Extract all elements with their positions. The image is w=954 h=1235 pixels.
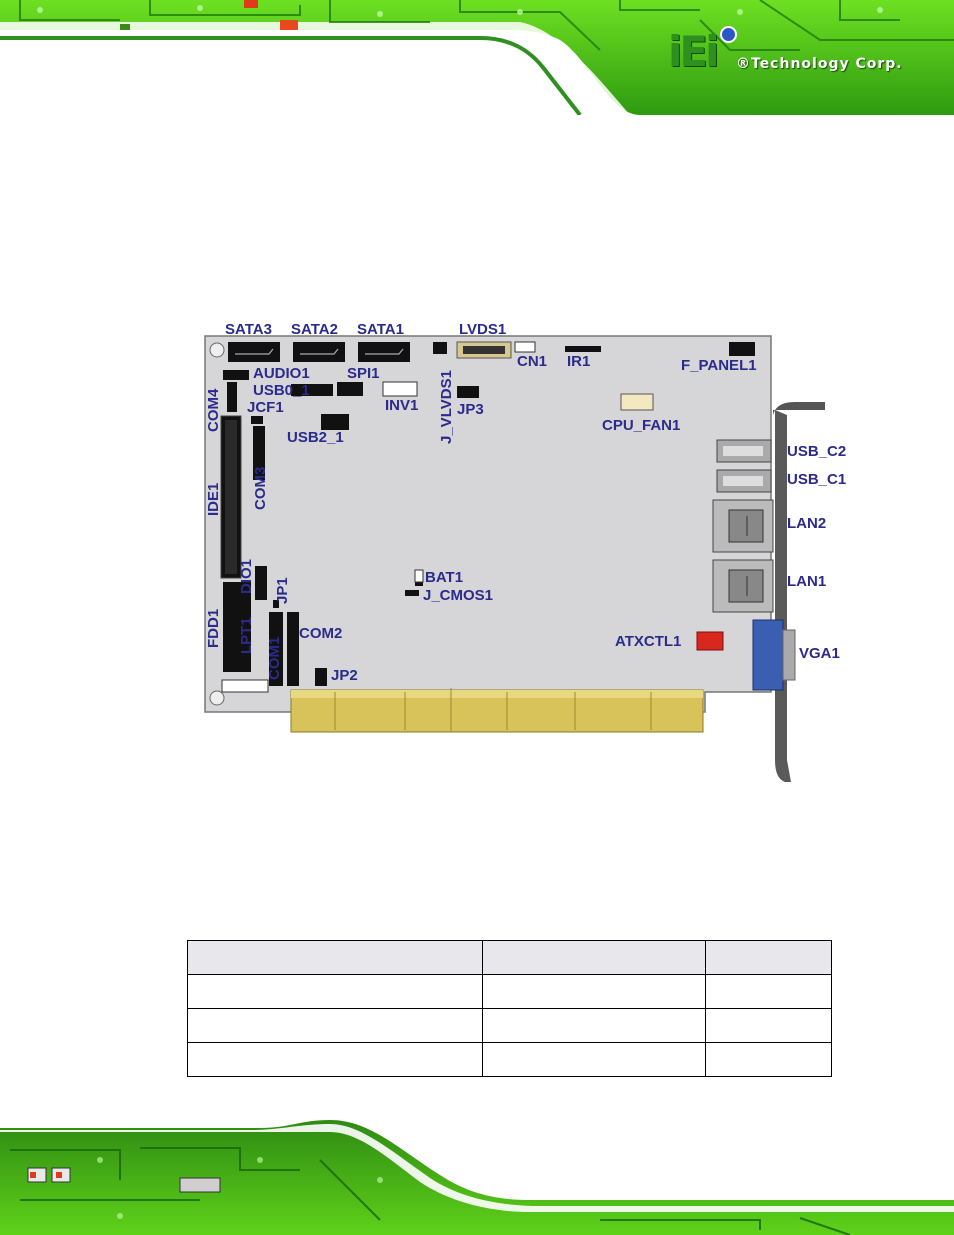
bat1-header	[414, 569, 424, 583]
label-sata3: SATA3	[225, 321, 272, 338]
table-cell	[187, 974, 483, 1009]
sata-connectors	[228, 342, 410, 362]
table-header-cell	[482, 940, 706, 975]
label-usb0-1: USB0_1	[253, 382, 310, 399]
table-header-cell	[187, 940, 483, 975]
table-header-cell	[705, 940, 832, 975]
table-cell	[705, 1042, 832, 1077]
label-sata2: SATA2	[291, 321, 338, 338]
connector-table	[187, 940, 832, 1077]
io-bracket	[775, 410, 791, 782]
label-com4: COM4	[205, 388, 222, 432]
fdd1-header	[223, 582, 251, 672]
label-dio1: DIO1	[238, 558, 255, 594]
label-jp2: JP2	[331, 667, 358, 684]
atxctl1-connector	[696, 631, 724, 651]
label-com2: COM2	[299, 625, 343, 642]
fdd-power-connector	[221, 679, 269, 693]
header-banner: iEi ®Technology Corp.	[0, 0, 954, 115]
table-cell	[705, 974, 832, 1009]
label-com1: COM1	[266, 636, 283, 680]
inv1-connector	[382, 381, 418, 397]
gold-fingers	[290, 688, 704, 733]
table-row	[187, 1008, 832, 1043]
logo-text: ®Technology Corp.	[736, 56, 903, 72]
logo-mark: iEi	[668, 27, 719, 76]
label-atxctl1: ATXCTL1	[615, 633, 682, 650]
label-ide1: IDE1	[205, 482, 222, 516]
table-row	[187, 1042, 832, 1077]
mount-hole-bottom	[209, 690, 225, 706]
iei-logo: iEi ®Technology Corp.	[668, 26, 948, 86]
label-f-panel1: F_PANEL1	[681, 357, 757, 374]
table-cell	[705, 1008, 832, 1043]
label-usb2-1: USB2_1	[287, 429, 344, 446]
label-bat1: BAT1	[425, 569, 464, 586]
label-vga1: VGA1	[799, 645, 840, 662]
label-lpt1: LPT1	[238, 617, 255, 654]
label-lan2: LAN2	[787, 515, 827, 532]
table-cell	[482, 1042, 706, 1077]
table-cell	[482, 974, 706, 1009]
bracket-top	[773, 402, 825, 415]
label-spi1: SPI1	[347, 365, 380, 382]
label-cn1: CN1	[517, 353, 548, 370]
table-row	[187, 974, 832, 1009]
label-j-vlvds1: J_VLVDS1	[438, 370, 455, 444]
table-header-row	[187, 940, 832, 975]
label-audio1: AUDIO1	[253, 365, 310, 382]
pin-headers	[223, 342, 755, 686]
label-sata1: SATA1	[357, 321, 404, 338]
circuit-board-footer-graphic	[0, 1120, 954, 1235]
board-drawing	[204, 335, 825, 782]
footer-banner	[0, 1120, 954, 1235]
board-layout-figure: SATA3 SATA2 SATA1 LVDS1 CN1 IR1 F_PANEL1…	[195, 320, 865, 790]
table-cell	[187, 1008, 483, 1043]
label-j-cmos1: J_CMOS1	[423, 587, 494, 604]
mount-hole-top	[209, 342, 225, 358]
label-lvds1: LVDS1	[459, 321, 507, 338]
logo-dot-icon	[720, 26, 737, 43]
table-cell	[482, 1008, 706, 1043]
cpu-fan-connector	[620, 393, 654, 411]
label-lan1: LAN1	[787, 573, 827, 590]
table-cell	[187, 1042, 483, 1077]
label-inv1: INV1	[385, 397, 419, 414]
label-cpu-fan1: CPU_FAN1	[602, 417, 681, 434]
label-jcf1: JCF1	[247, 399, 284, 416]
vga1-port	[752, 619, 784, 691]
label-fdd1: FDD1	[205, 608, 222, 648]
circuit-board-header-graphic	[0, 0, 954, 115]
label-usb-c1: USB_C1	[787, 471, 847, 488]
label-usb-c2: USB_C2	[787, 443, 847, 460]
label-ir1: IR1	[567, 353, 591, 370]
label-jp1: JP1	[274, 577, 291, 604]
label-com3: COM3	[252, 466, 269, 510]
cn1-connector	[514, 341, 536, 353]
label-jp3: JP3	[457, 401, 484, 418]
